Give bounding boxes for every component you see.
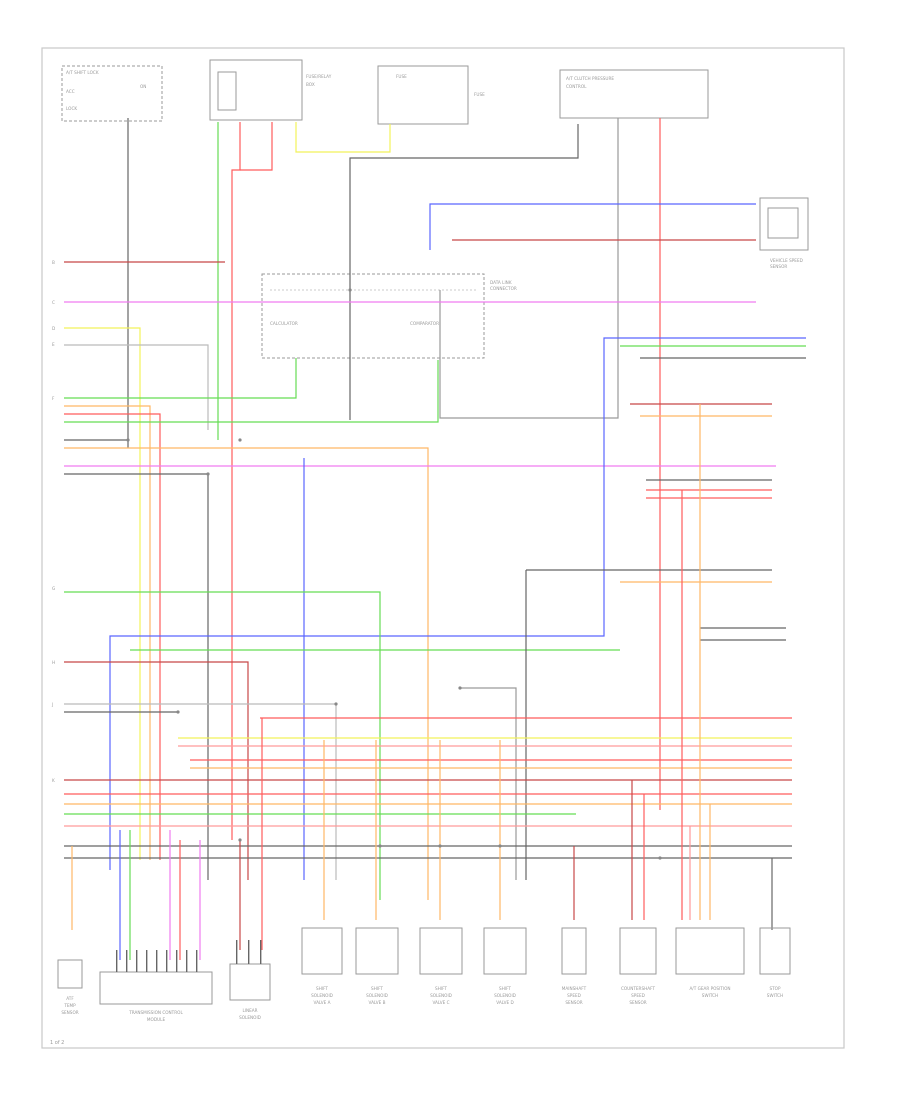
switch-6-box (619, 927, 657, 975)
svg-text:C: C (52, 300, 55, 305)
solenoid-box (229, 963, 271, 1001)
svg-text:A/T GEAR POSITION: A/T GEAR POSITION (689, 986, 730, 991)
svg-text:J: J (51, 702, 53, 707)
svg-text:MAINSHAFT: MAINSHAFT (562, 986, 587, 991)
svg-text:K: K (52, 778, 55, 783)
svg-text:CONTROL: CONTROL (566, 84, 587, 89)
switch-5-box (561, 927, 587, 975)
svg-text:SPEED: SPEED (631, 993, 645, 998)
svg-text:BOX: BOX (306, 82, 315, 87)
switch-2-box (355, 927, 399, 975)
page-indicator: 1 of 2 (50, 1040, 64, 1046)
svg-text:VALVE A: VALVE A (313, 1000, 330, 1005)
svg-text:SENSOR: SENSOR (565, 1000, 582, 1005)
svg-text:SWITCH: SWITCH (767, 993, 783, 998)
svg-text:FUSE/RELAY: FUSE/RELAY (306, 74, 332, 79)
svg-text:SENSOR: SENSOR (770, 264, 787, 269)
diagram-frame (41, 47, 845, 1049)
svg-text:SOLENOID: SOLENOID (430, 993, 452, 998)
svg-text:VALVE C: VALVE C (432, 1000, 449, 1005)
svg-text:SHIFT: SHIFT (499, 986, 511, 991)
top-fuse-box-component: FUSE/RELAY BOX (209, 59, 332, 121)
switch-1-box (301, 927, 343, 975)
top-right-sensor: VEHICLE SPEED SENSOR (759, 197, 809, 269)
side-labels: B C D E F G H J K (51, 260, 55, 783)
svg-text:VALVE B: VALVE B (368, 1000, 385, 1005)
svg-text:CALCULATOR: CALCULATOR (270, 321, 298, 326)
svg-text:SHIFT: SHIFT (435, 986, 447, 991)
svg-text:SOLENOID: SOLENOID (239, 1015, 261, 1020)
svg-text:LOCK: LOCK (66, 106, 77, 111)
svg-text:SOLENOID: SOLENOID (311, 993, 333, 998)
svg-text:SENSOR: SENSOR (629, 1000, 646, 1005)
svg-text:LINEAR: LINEAR (242, 1008, 257, 1013)
svg-text:G: G (52, 586, 55, 591)
bottom-components: ATF TEMP SENSOR TRANSMISSION CONTROL MOD… (57, 927, 791, 1022)
svg-text:CONNECTOR: CONNECTOR (490, 286, 517, 291)
svg-text:H: H (52, 660, 55, 665)
svg-text:SHIFT: SHIFT (316, 986, 328, 991)
svg-text:SPEED: SPEED (567, 993, 581, 998)
svg-text:SOLENOID: SOLENOID (366, 993, 388, 998)
component-a-box (57, 959, 83, 989)
switch-4-box (483, 927, 527, 975)
svg-text:E: E (52, 342, 55, 347)
connector-pins (116, 940, 262, 972)
svg-text:D: D (52, 326, 55, 331)
tcm-connector-box (99, 971, 213, 1005)
top-switch-component: A/T SHIFT LOCK ACC LOCK ON (61, 65, 163, 122)
wire-group (64, 118, 806, 960)
switch-7-box (675, 927, 745, 975)
svg-text:SENSOR: SENSOR (61, 1010, 78, 1015)
svg-text:TEMP: TEMP (63, 1003, 76, 1008)
svg-text:A/T SHIFT LOCK: A/T SHIFT LOCK (66, 70, 99, 75)
svg-text:ATF: ATF (66, 996, 74, 1001)
top-fuse-component: FUSE FUSE (377, 65, 485, 125)
svg-text:ACC: ACC (66, 89, 75, 94)
svg-text:ON: ON (140, 84, 146, 89)
svg-text:TRANSMISSION CONTROL: TRANSMISSION CONTROL (128, 1010, 183, 1015)
svg-text:SHIFT: SHIFT (371, 986, 383, 991)
svg-text:MODULE: MODULE (147, 1017, 166, 1022)
svg-text:SWITCH: SWITCH (702, 993, 718, 998)
svg-text:FUSE: FUSE (396, 74, 407, 79)
switch-8-box (759, 927, 791, 975)
svg-text:FUSE: FUSE (474, 92, 485, 97)
switch-3-box (419, 927, 463, 975)
junction-nodes (126, 288, 662, 860)
svg-text:COUNTERSHAFT: COUNTERSHAFT (621, 986, 656, 991)
svg-text:STOP: STOP (769, 986, 781, 991)
svg-text:VEHICLE SPEED: VEHICLE SPEED (770, 258, 803, 263)
svg-text:SOLENOID: SOLENOID (494, 993, 516, 998)
svg-text:DATA LINK: DATA LINK (490, 280, 512, 285)
svg-text:COMPARATOR: COMPARATOR (410, 321, 439, 326)
center-control-unit: CALCULATOR COMPARATOR DATA LINK CONNECTO… (261, 273, 517, 359)
svg-text:A/T CLUTCH PRESSURE: A/T CLUTCH PRESSURE (566, 76, 614, 81)
top-relay-component: A/T CLUTCH PRESSURE CONTROL (559, 69, 709, 119)
svg-text:B: B (52, 260, 55, 265)
svg-text:VALVE D: VALVE D (496, 1000, 513, 1005)
svg-text:F: F (52, 396, 55, 401)
